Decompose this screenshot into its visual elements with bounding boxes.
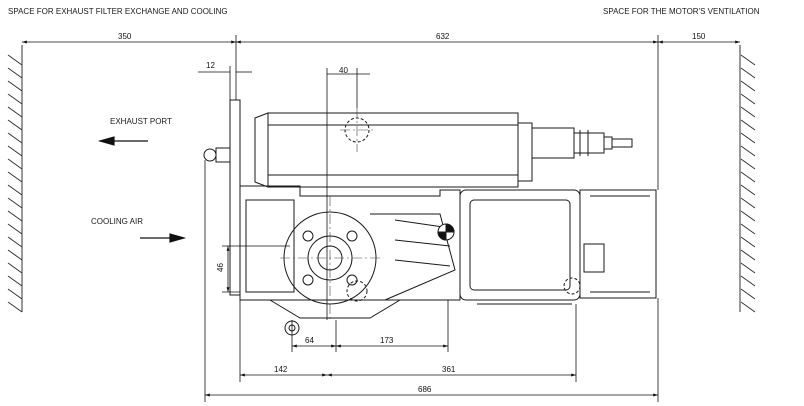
wall-hatch-line <box>740 288 756 300</box>
label-cooling-air: COOLING AIR <box>91 217 144 226</box>
wall-hatch-line <box>740 301 756 313</box>
dim-top-length: 632 <box>436 32 450 41</box>
wall-hatch-line <box>740 275 756 287</box>
wall-hatch-line <box>7 171 23 183</box>
wall-hatch-line <box>740 249 756 261</box>
header-right: SPACE FOR THE MOTOR'S VENTILATION <box>603 7 760 16</box>
wall-hatch-line <box>740 80 756 92</box>
exhaust-arrow <box>97 136 148 146</box>
offset-dimension <box>326 68 370 320</box>
header-left: SPACE FOR EXHAUST FILTER EXCHANGE AND CO… <box>8 7 228 16</box>
wall-hatch-line <box>7 132 23 144</box>
dim-142: 142 <box>274 365 288 374</box>
dim-173: 173 <box>380 336 394 345</box>
dim-total-length: 686 <box>418 385 432 394</box>
wall-hatch-line <box>7 223 23 235</box>
wall-hatch-line <box>740 93 756 105</box>
wall-hatch-line <box>7 67 23 79</box>
wall-hatch-line <box>740 54 756 66</box>
wall-hatch-line <box>740 158 756 170</box>
wall-hatch-line <box>740 106 756 118</box>
dim-offset-top: 40 <box>339 66 348 75</box>
wall-hatch-line <box>740 119 756 131</box>
left-wall <box>7 45 23 313</box>
label-exhaust-port: EXHAUST PORT <box>110 117 172 126</box>
wall-hatch-line <box>7 275 23 287</box>
wall-hatch-line <box>7 249 23 261</box>
flange-dimension <box>198 66 252 100</box>
wall-hatch-line <box>7 262 23 274</box>
cooling-arrow <box>140 233 187 243</box>
dim-left-clearance: 350 <box>118 32 132 41</box>
wall-hatch-line <box>740 132 756 144</box>
wall-hatch-line <box>7 145 23 157</box>
dim-flange: 12 <box>206 61 215 70</box>
wall-hatch-line <box>7 210 23 222</box>
dim-64: 64 <box>305 336 314 345</box>
wall-hatch-line <box>7 93 23 105</box>
wall-hatch-line <box>740 67 756 79</box>
wall-hatch-line <box>7 288 23 300</box>
wall-hatch-line <box>7 197 23 209</box>
dim-361: 361 <box>442 365 456 374</box>
wall-hatch-line <box>7 119 23 131</box>
wall-hatch-line <box>740 197 756 209</box>
top-dimension-line <box>22 35 740 190</box>
dim-right-clearance: 150 <box>692 32 706 41</box>
wall-hatch-line <box>7 80 23 92</box>
wall-hatch-line <box>7 54 23 66</box>
wall-hatch-line <box>7 236 23 248</box>
wall-hatch-line <box>7 158 23 170</box>
motor <box>459 189 657 305</box>
wall-hatch-line <box>740 236 756 248</box>
wall-hatch-line <box>7 184 23 196</box>
right-wall <box>739 45 756 313</box>
bottom-dimension-lines <box>204 160 659 402</box>
centerlines <box>280 108 380 320</box>
wall-hatch-line <box>7 106 23 118</box>
wall-hatch-line <box>740 184 756 196</box>
height-dimension <box>222 245 290 293</box>
wall-hatch-line <box>740 171 756 183</box>
wall-hatch-line <box>740 262 756 274</box>
wall-hatch-line <box>740 145 756 157</box>
wall-hatch-line <box>740 223 756 235</box>
wall-hatch-line <box>740 210 756 222</box>
wall-hatch-line <box>7 301 23 313</box>
